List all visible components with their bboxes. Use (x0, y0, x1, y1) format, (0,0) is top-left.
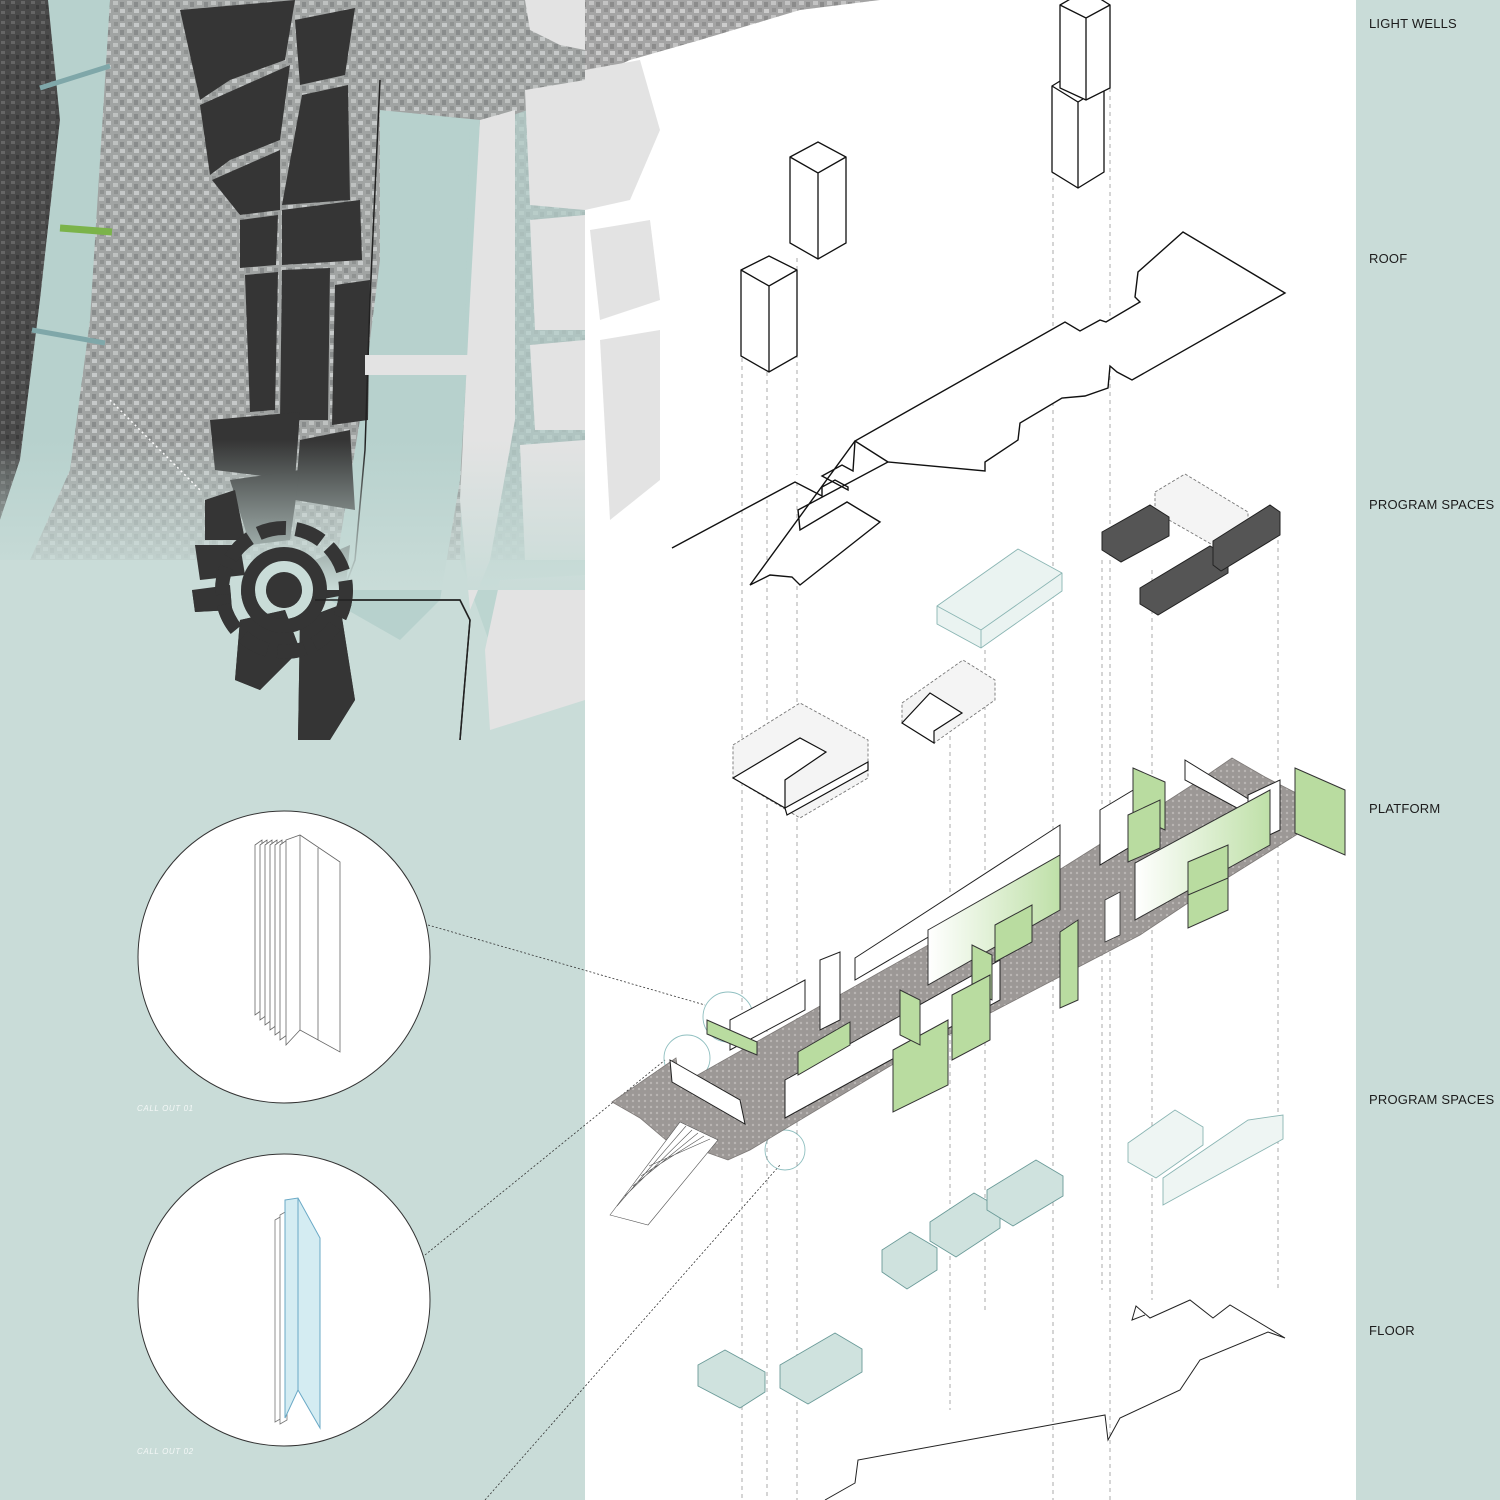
label-floor: FLOOR (1369, 1323, 1415, 1338)
wall-detail-01 (254, 834, 341, 1053)
floor-outline (824, 1299, 1286, 1500)
label-program-spaces-lower: PROGRAM SPACES (1369, 1092, 1495, 1107)
green-panels (706, 767, 1346, 1113)
program-spaces-upper (731, 473, 1281, 819)
bridge-south (31, 327, 106, 346)
label-platform: PLATFORM (1369, 801, 1441, 816)
site-plan (0, 0, 880, 741)
layer-label-strip (1356, 0, 1500, 1500)
label-program-spaces-upper: PROGRAM SPACES (1369, 497, 1495, 512)
bridge-green (59, 224, 113, 236)
callout-leaders (424, 924, 781, 1500)
platform-stair (609, 1121, 719, 1226)
program-spaces-lower (697, 1109, 1284, 1409)
callout-01 (137, 810, 431, 1104)
callout-01-caption: CALL OUT 01 (137, 1104, 194, 1113)
wall-detail-02 (274, 1197, 321, 1430)
platform (609, 757, 1346, 1226)
light-wells (740, 0, 1111, 373)
callout-02 (137, 1153, 431, 1447)
label-roof: ROOF (1369, 251, 1408, 266)
label-light-wells: LIGHT WELLS (1369, 16, 1457, 31)
roof-outline (671, 231, 1287, 586)
bridge-north (39, 63, 111, 91)
dark-program-blocks (1101, 504, 1281, 616)
callout-02-caption: CALL OUT 02 (137, 1447, 194, 1456)
